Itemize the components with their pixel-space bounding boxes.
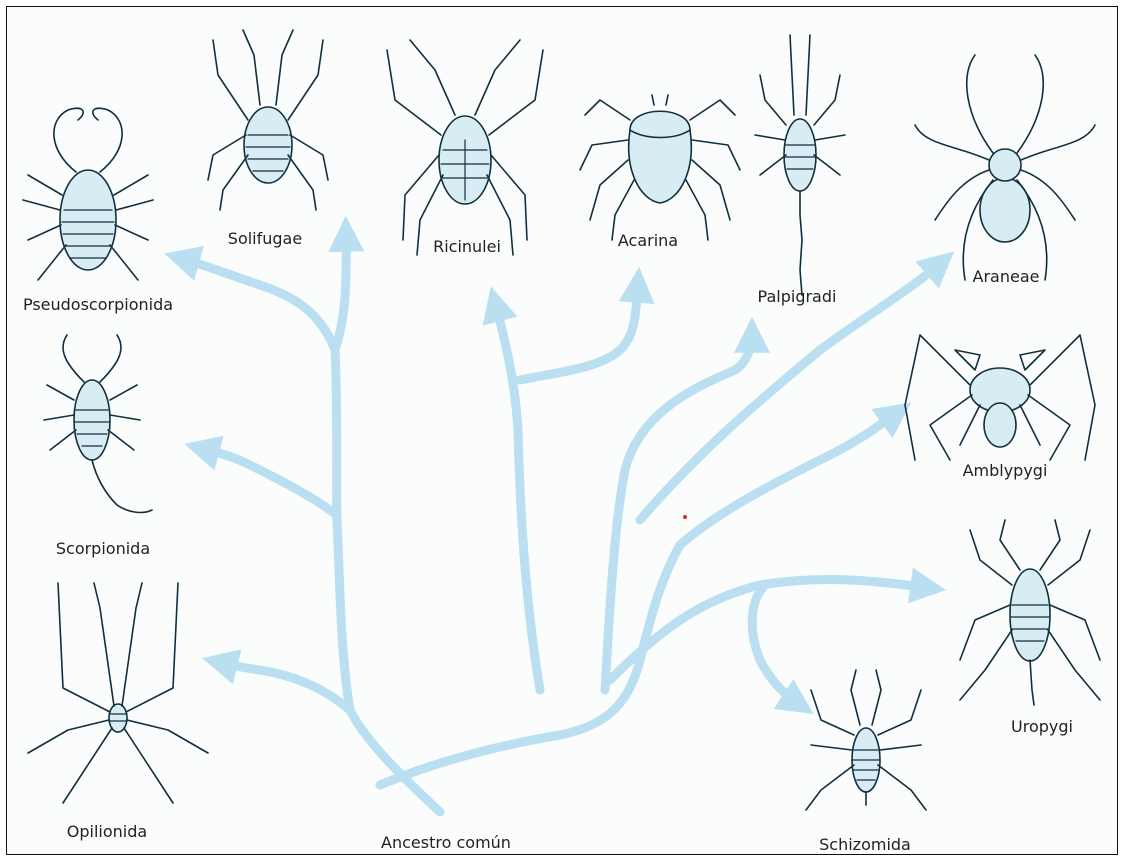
palpigradi-illustration xyxy=(755,35,845,295)
label-pseudoscorpionida: Pseudoscorpionida xyxy=(23,295,173,314)
label-solifugae: Solifugae xyxy=(228,229,302,248)
branch-schizomida xyxy=(752,585,800,705)
ricinulei-illustration xyxy=(387,40,543,255)
label-ancestor: Ancestro común xyxy=(381,833,511,852)
branch-trunk xyxy=(335,350,440,812)
branch-acarina xyxy=(520,283,638,380)
branch-opilionida xyxy=(218,662,350,710)
branch-solifugae xyxy=(335,232,346,350)
branch-ricinulei xyxy=(495,302,540,690)
label-schizomida: Schizomida xyxy=(819,835,911,854)
label-opilionida: Opilionida xyxy=(67,822,147,841)
scorpionida-illustration xyxy=(44,335,152,512)
amblypygi-illustration xyxy=(905,335,1095,460)
solifugae-illustration xyxy=(208,30,328,210)
label-ricinulei: Ricinulei xyxy=(433,237,501,256)
pseudoscorpionida-illustration xyxy=(23,108,153,280)
tree-branches xyxy=(180,232,942,812)
label-palpigradi: Palpigradi xyxy=(758,287,837,306)
branch-amblypygi xyxy=(680,412,898,545)
label-araneae: Araneae xyxy=(973,267,1040,286)
label-scorpionida: Scorpionida xyxy=(56,539,150,558)
opilionida-illustration xyxy=(28,583,208,803)
branch-pseudoscorpionida xyxy=(180,258,335,350)
speck-mark xyxy=(683,515,687,519)
acarina-illustration xyxy=(580,95,740,240)
label-acarina: Acarina xyxy=(618,231,678,250)
schizomida-illustration xyxy=(806,670,926,810)
uropygi-illustration xyxy=(960,520,1100,705)
label-uropygi: Uropygi xyxy=(1011,717,1073,736)
label-amblypygi: Amblypygi xyxy=(963,461,1048,480)
araneae-illustration xyxy=(915,55,1095,280)
branch-scorpionida xyxy=(200,448,337,515)
